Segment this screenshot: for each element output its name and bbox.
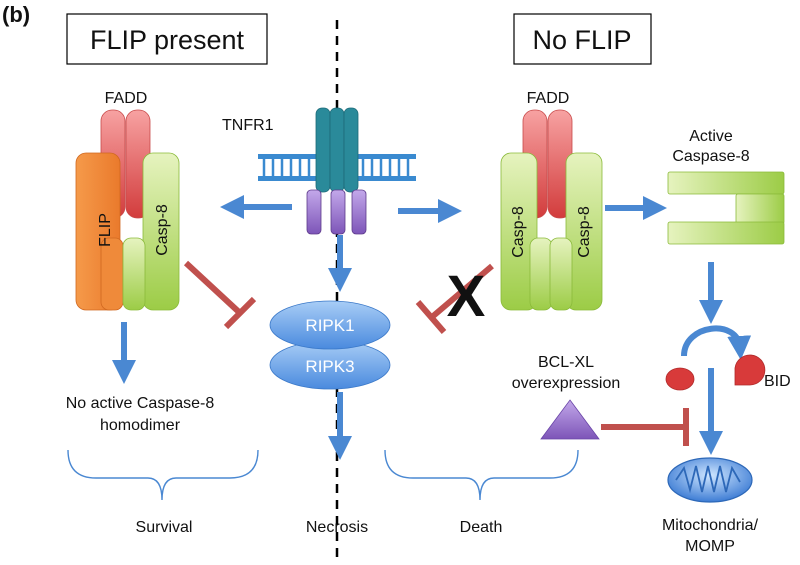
left-complex: FADD FLIP Casp-8 xyxy=(75,90,180,311)
brace-death xyxy=(384,449,579,501)
active-caspase-label-line1: Active xyxy=(689,128,733,145)
death-domain xyxy=(330,189,346,235)
no-homodimer-line1: No active Caspase-8 xyxy=(66,395,215,412)
tnfr1-receptor: TNFR1 xyxy=(222,107,416,235)
ripk1-ellipse xyxy=(269,300,391,350)
casp8-lower-segment xyxy=(529,237,553,311)
bclxl-triangle xyxy=(540,399,600,440)
mito-label-line1: Mitochondria/ xyxy=(662,517,759,534)
flip-label: FLIP xyxy=(97,213,114,247)
flip-lower-segment xyxy=(100,237,124,311)
casp8-lower-segment xyxy=(122,237,146,311)
right-complex: FADD Casp-8 Casp-8 xyxy=(500,90,603,311)
outcome-survival: Survival xyxy=(136,519,193,536)
casp8-block xyxy=(500,152,538,311)
bid-fragment xyxy=(665,367,695,391)
bclxl-label-line1: BCL-XL xyxy=(538,354,594,371)
right-casp8-label-left: Casp-8 xyxy=(510,206,527,258)
panel-label: (b) xyxy=(2,2,30,27)
bclxl-label-line2: overexpression xyxy=(512,375,621,392)
outcome-necrosis: Necrosis xyxy=(306,519,368,536)
left-title-box xyxy=(66,13,268,65)
blocked-x-mark: X xyxy=(447,264,486,329)
mito-label-line2: MOMP xyxy=(685,538,735,555)
active-caspase8: Active Caspase-8 xyxy=(667,128,785,245)
inhibition-lines xyxy=(183,260,689,446)
outcome-death: Death xyxy=(460,519,503,536)
no-homodimer-line2: homodimer xyxy=(100,417,181,434)
inhibit-left-bar xyxy=(223,296,257,330)
inhibit-right-to-ripk xyxy=(430,263,494,320)
inhibit-left-to-ripk xyxy=(183,260,243,316)
activation-arrows xyxy=(112,195,723,460)
right-title-box xyxy=(513,13,652,65)
bid-cleavage: BID xyxy=(665,325,791,391)
outcome-braces xyxy=(67,449,579,501)
mitochondrion-cristae xyxy=(675,465,741,494)
bid-label: BID xyxy=(764,373,791,390)
left-fadd-label: FADD xyxy=(105,90,148,107)
ripk3-label: RIPK3 xyxy=(305,357,354,376)
inhibit-right-bar xyxy=(415,300,447,334)
membrane-ticks xyxy=(262,156,410,179)
casp8-block xyxy=(565,152,603,311)
death-domain xyxy=(306,189,322,235)
tnfr1-strand xyxy=(329,107,345,193)
right-title: No FLIP xyxy=(532,25,631,55)
tnfr1-strand xyxy=(343,107,359,193)
bid-fragment xyxy=(734,354,766,386)
mitochondria: Mitochondria/ MOMP xyxy=(662,457,759,555)
ripk-complex: RIPK1 RIPK3 xyxy=(269,300,391,390)
tnfr1-label: TNFR1 xyxy=(222,117,274,134)
death-domain xyxy=(351,189,367,235)
tnfr1-strand xyxy=(315,107,331,193)
left-casp8-label: Casp-8 xyxy=(154,204,171,256)
ripk1-label: RIPK1 xyxy=(305,316,354,335)
active-caspase-label-line2: Caspase-8 xyxy=(672,148,749,165)
casp8-lower-segment xyxy=(549,237,573,311)
right-casp8-label-right: Casp-8 xyxy=(576,206,593,258)
active-caspase-bar xyxy=(667,171,785,195)
active-caspase-bar xyxy=(667,221,785,245)
right-fadd-label: FADD xyxy=(527,90,570,107)
brace-survival xyxy=(67,449,259,501)
bid-curved-arrow xyxy=(681,325,752,360)
active-caspase-bar xyxy=(735,193,785,225)
left-title: FLIP present xyxy=(90,25,245,55)
casp8-block xyxy=(142,152,180,311)
